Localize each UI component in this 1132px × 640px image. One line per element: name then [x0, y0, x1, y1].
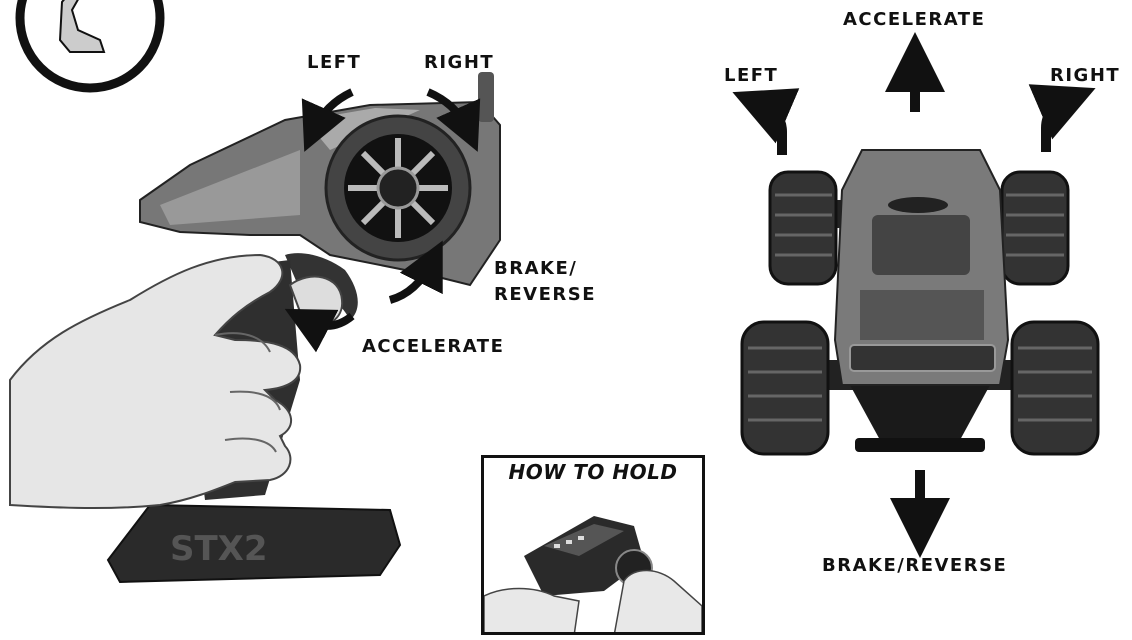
- step-badge-icon: [15, 0, 165, 93]
- truck-right-label: RIGHT: [1050, 65, 1121, 86]
- how-to-hold-inset: HOW TO HOLD: [481, 455, 705, 635]
- trigger-brake-arrow-icon: [388, 240, 443, 304]
- truck-right-arrow-icon: [1028, 84, 1096, 152]
- transmitter-illustration: STX2: [9, 72, 501, 584]
- tire-rear-left-icon: [740, 320, 830, 456]
- truck-accelerate-label: ACCELERATE: [843, 9, 986, 30]
- model-text: STX2: [170, 529, 268, 569]
- trigger-accelerate-arrow-icon: [284, 308, 355, 353]
- steer-left-arrow-icon: [301, 88, 354, 152]
- tire-front-right-icon: [1000, 170, 1070, 286]
- transmitter-accelerate-label: ACCELERATE: [362, 336, 505, 357]
- truck-left-label: LEFT: [724, 65, 779, 86]
- transmitter-right-label: RIGHT: [424, 52, 495, 73]
- transmitter-brake-label-line2: REVERSE: [494, 284, 597, 305]
- steering-wheel-icon: [324, 114, 472, 262]
- transmitter-arrows: [284, 88, 481, 353]
- truck-arrows: [732, 32, 1096, 558]
- steer-right-arrow-icon: [426, 88, 481, 152]
- truck-illustration: [740, 149, 1100, 456]
- truck-brake-label: BRAKE/REVERSE: [822, 555, 1008, 576]
- inset-title: HOW TO HOLD: [508, 460, 678, 484]
- truck-left-arrow-icon: [732, 88, 800, 155]
- hold-photo-icon: [484, 516, 702, 632]
- tire-rear-right-icon: [1010, 320, 1100, 456]
- tire-front-left-icon: [768, 170, 838, 286]
- transmitter-left-label: LEFT: [307, 52, 362, 73]
- transmitter-brake-label-line1: BRAKE/: [494, 258, 578, 279]
